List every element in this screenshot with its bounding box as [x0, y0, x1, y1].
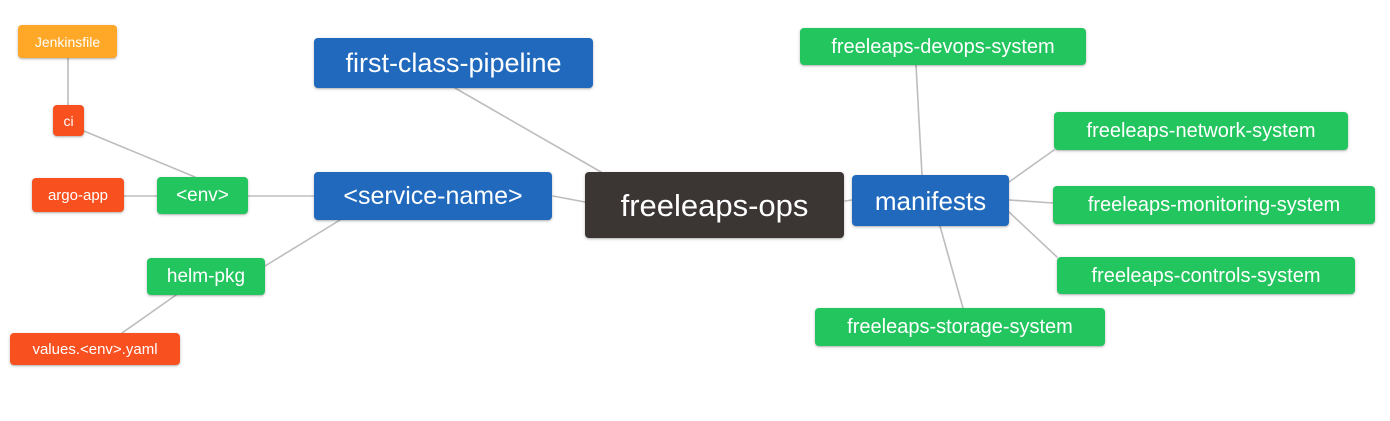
edge-manifests-to-network-sys: [1008, 149, 1055, 183]
node-label: <service-name>: [343, 181, 523, 210]
node-helm-pkg[interactable]: helm-pkg: [147, 258, 265, 295]
node-jenkinsfile[interactable]: Jenkinsfile: [18, 25, 117, 58]
node-service-name[interactable]: <service-name>: [314, 172, 552, 220]
node-values-yaml[interactable]: values.<env>.yaml: [10, 333, 180, 365]
edge-helm-pkg-to-values-yaml: [121, 294, 177, 334]
edge-env-to-ci: [83, 130, 196, 178]
node-label: freeleaps-devops-system: [831, 35, 1055, 58]
node-ci[interactable]: ci: [53, 105, 84, 136]
node-label: manifests: [874, 185, 987, 216]
node-label: freeleaps-storage-system: [847, 316, 1073, 338]
node-label: first-class-pipeline: [345, 47, 562, 78]
node-manifests[interactable]: manifests: [852, 175, 1009, 226]
node-label: argo-app: [47, 186, 109, 204]
edge-manifests-to-storage-sys: [939, 225, 964, 309]
node-label: freeleaps-controls-system: [1091, 264, 1321, 287]
node-label: freeleaps-network-system: [1086, 120, 1316, 142]
edge-service-name-to-helm-pkg: [264, 219, 341, 267]
node-label: Jenkinsfile: [34, 33, 101, 50]
node-env[interactable]: <env>: [157, 177, 248, 214]
node-label: values.<env>.yaml: [32, 340, 158, 358]
node-label: freeleaps-ops: [620, 187, 809, 223]
edge-freeleaps-ops-to-service-name: [552, 195, 586, 203]
node-network-sys[interactable]: freeleaps-network-system: [1054, 112, 1348, 150]
node-label: helm-pkg: [166, 266, 246, 287]
edge-manifests-to-monitoring-sys: [1008, 199, 1054, 204]
node-argo-app[interactable]: argo-app: [32, 178, 124, 212]
edge-manifests-to-devops-sys: [915, 64, 923, 176]
node-label: freeleaps-monitoring-system: [1087, 194, 1341, 216]
edge-freeleaps-ops-to-manifests: [844, 199, 853, 202]
node-label: <env>: [176, 185, 229, 206]
node-storage-sys[interactable]: freeleaps-storage-system: [815, 308, 1105, 346]
node-controls-sys[interactable]: freeleaps-controls-system: [1057, 257, 1355, 294]
node-label: ci: [63, 112, 74, 129]
edge-freeleaps-ops-to-first-class: [454, 87, 602, 173]
node-first-class[interactable]: first-class-pipeline: [314, 38, 593, 88]
edge-manifests-to-controls-sys: [1008, 211, 1058, 258]
node-monitoring-sys[interactable]: freeleaps-monitoring-system: [1053, 186, 1375, 224]
node-devops-sys[interactable]: freeleaps-devops-system: [800, 28, 1086, 65]
node-freeleaps-ops[interactable]: freeleaps-ops: [585, 172, 844, 238]
